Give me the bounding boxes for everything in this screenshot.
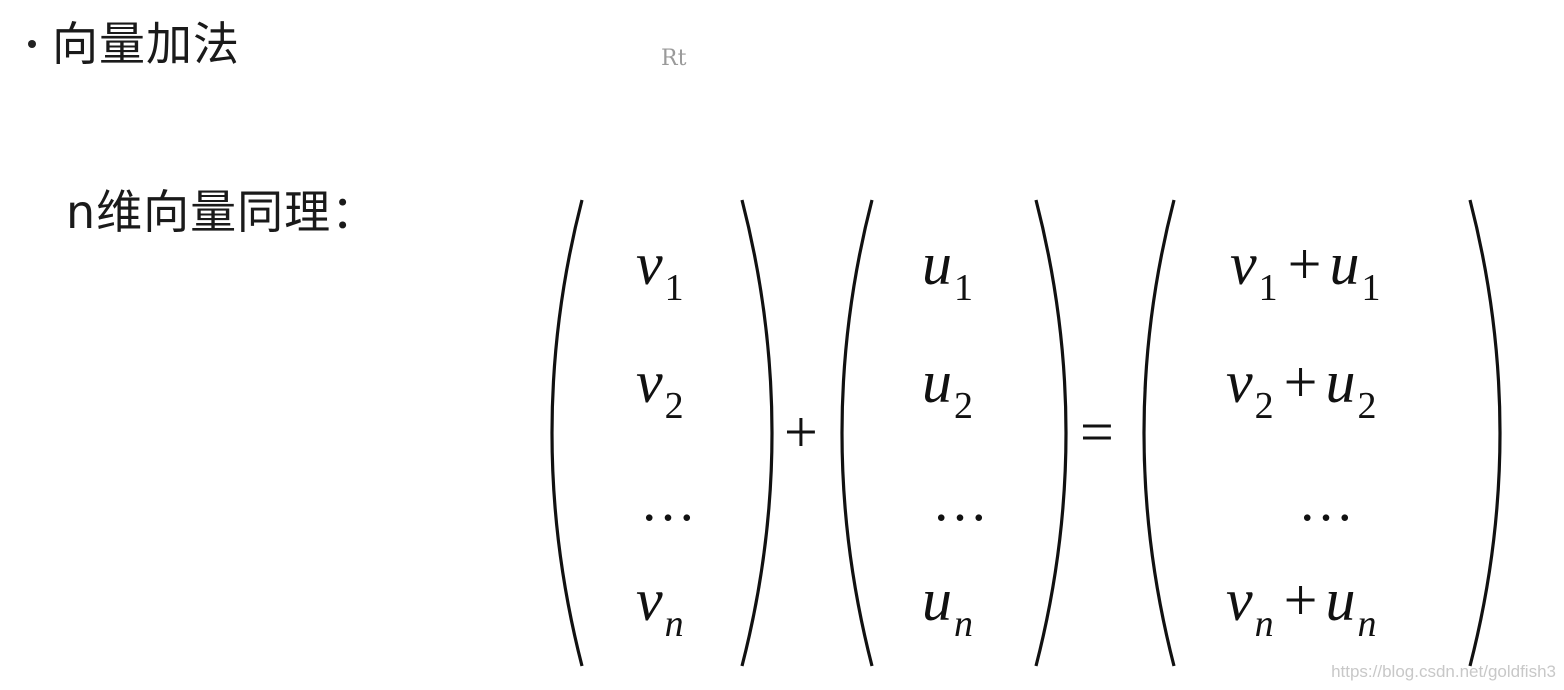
heading-text: 向量加法 (52, 17, 240, 71)
equals-operator: = (1080, 399, 1114, 465)
u-entry-2: u2 (922, 349, 973, 427)
right-paren-v (740, 199, 774, 667)
v-entry-dots: … (640, 471, 696, 533)
right-paren-sum (1468, 199, 1502, 667)
u-entry-dots: … (932, 471, 988, 533)
subheading: n维向量同理： (66, 185, 379, 239)
sum-entry-2: v2+u2 (1226, 349, 1376, 427)
v-entry-n: vn (636, 567, 684, 645)
sum-entry-1: v1+u1 (1230, 231, 1380, 309)
stray-label: Rt (661, 46, 687, 71)
right-paren-u (1034, 199, 1068, 667)
sum-entry-dots: … (1298, 471, 1354, 533)
left-paren-v (550, 199, 584, 667)
v-entry-1: v1 (636, 231, 684, 309)
bullet-heading: 向量加法 (28, 14, 240, 74)
u-entry-n: un (922, 567, 973, 645)
u-entry-1: u1 (922, 231, 973, 309)
watermark: https://blog.csdn.net/goldfish3 (1331, 662, 1556, 681)
v-entry-2: v2 (636, 349, 684, 427)
plus-operator: + (784, 399, 818, 465)
bullet-dot (28, 39, 36, 48)
sum-entry-n: vn+un (1226, 567, 1376, 645)
left-paren-u (840, 199, 874, 667)
left-paren-sum (1142, 199, 1176, 667)
